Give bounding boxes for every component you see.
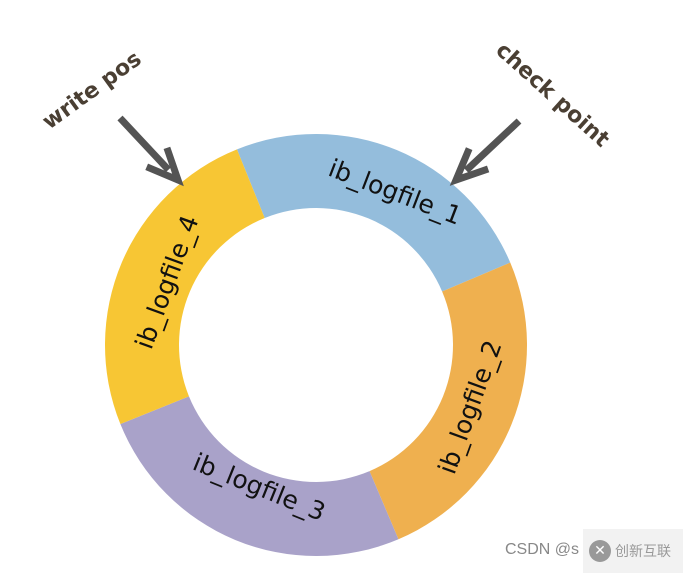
logo-watermark: ✕ 创新互联: [583, 529, 683, 573]
ring-segment-3: [120, 396, 399, 556]
ring-segment-2: [369, 262, 527, 540]
check-point-label: check point: [491, 38, 615, 153]
ring-segment-1: [236, 133, 511, 292]
check-point-arrow: [449, 118, 522, 186]
logo-icon: ✕: [589, 540, 611, 562]
csdn-watermark: CSDN @s: [505, 541, 580, 558]
write-pos-arrow: [117, 115, 184, 187]
logo-text: 创新互联: [615, 544, 671, 560]
ring-segment-4: [105, 149, 265, 425]
write-pos-label: write pos: [38, 47, 146, 135]
